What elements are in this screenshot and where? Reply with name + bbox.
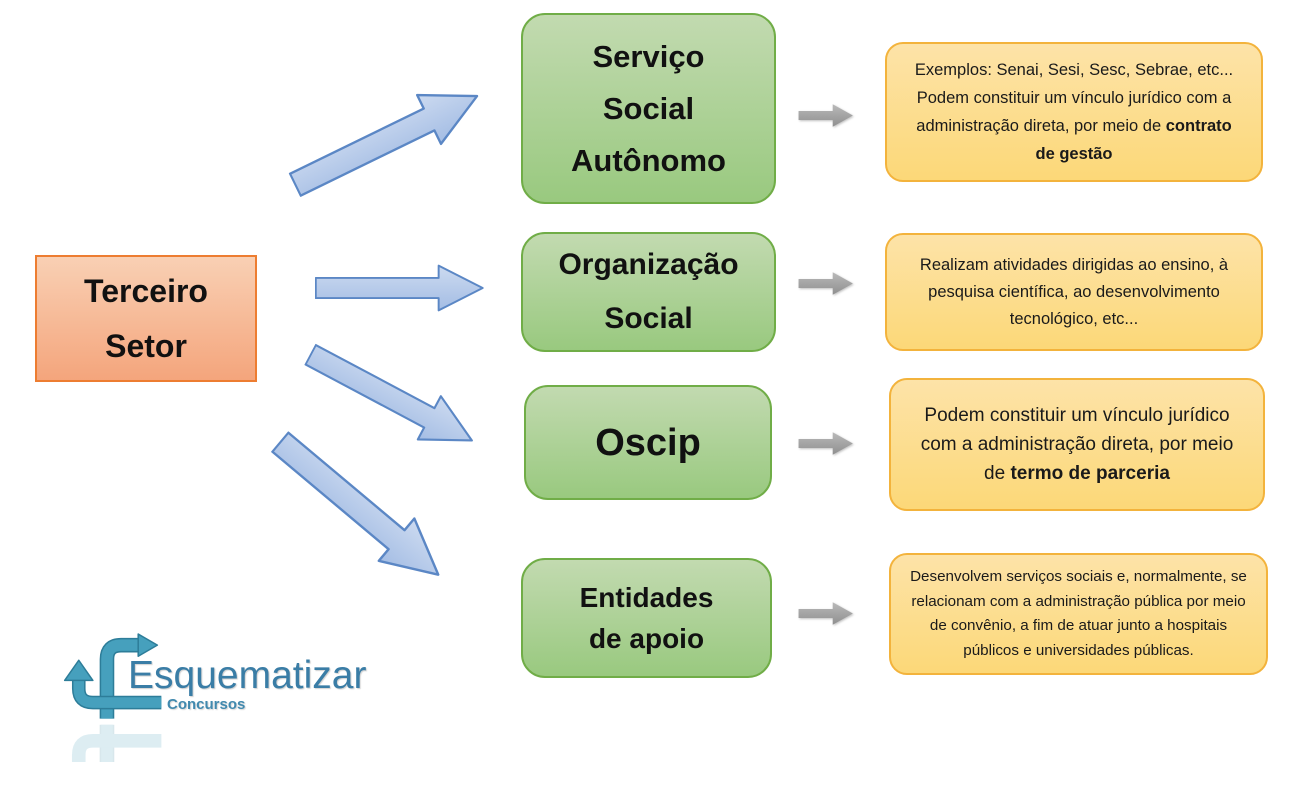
logo-subtitle: Concursos <box>167 696 246 713</box>
esquematizar-logo: Esquematizar Concursos <box>60 620 380 780</box>
arrow-right-icon <box>315 256 485 320</box>
card-text: Desenvolvem serviços sociais e, normalme… <box>910 568 1247 659</box>
card-organizacao-social: Realizam atividades dirigidas ao ensino,… <box>885 233 1263 351</box>
arrow-right-icon <box>798 601 854 626</box>
logo-wordmark: Esquematizar <box>128 654 367 697</box>
card-text-bold: contrato de gestão <box>1035 117 1232 163</box>
arrow-right-icon <box>280 66 493 214</box>
card-text-bold: termo de parceria <box>1010 463 1170 484</box>
card-text: Exemplos: Senai, Sesi, Sesc, Sebrae, etc… <box>914 61 1234 135</box>
node-oscip: Oscip <box>524 385 772 500</box>
node-organizacao-social: Organização Social <box>521 232 776 352</box>
arrow-right-icon <box>259 417 461 601</box>
arrow-right-icon <box>798 271 854 296</box>
arrow-right-icon <box>798 103 854 128</box>
branching-arrows-icon <box>63 633 162 762</box>
card-oscip: Podem constituir um vínculo jurídico com… <box>889 378 1265 511</box>
arrow-right-icon <box>295 326 489 470</box>
card-entidades-de-apoio: Desenvolvem serviços sociais e, normalme… <box>889 553 1268 675</box>
root-box-terceiro-setor: Terceiro Setor <box>35 255 257 382</box>
card-servico-social-autonomo: Exemplos: Senai, Sesi, Sesc, Sebrae, etc… <box>885 42 1263 182</box>
arrow-right-icon <box>798 431 854 456</box>
node-entidades-de-apoio: Entidades de apoio <box>521 558 772 678</box>
card-text: Realizam atividades dirigidas ao ensino,… <box>919 255 1229 328</box>
card-text: Podem constituir um vínculo jurídico com… <box>920 405 1234 484</box>
node-servico-social-autonomo: Serviço Social Autônomo <box>521 13 776 204</box>
